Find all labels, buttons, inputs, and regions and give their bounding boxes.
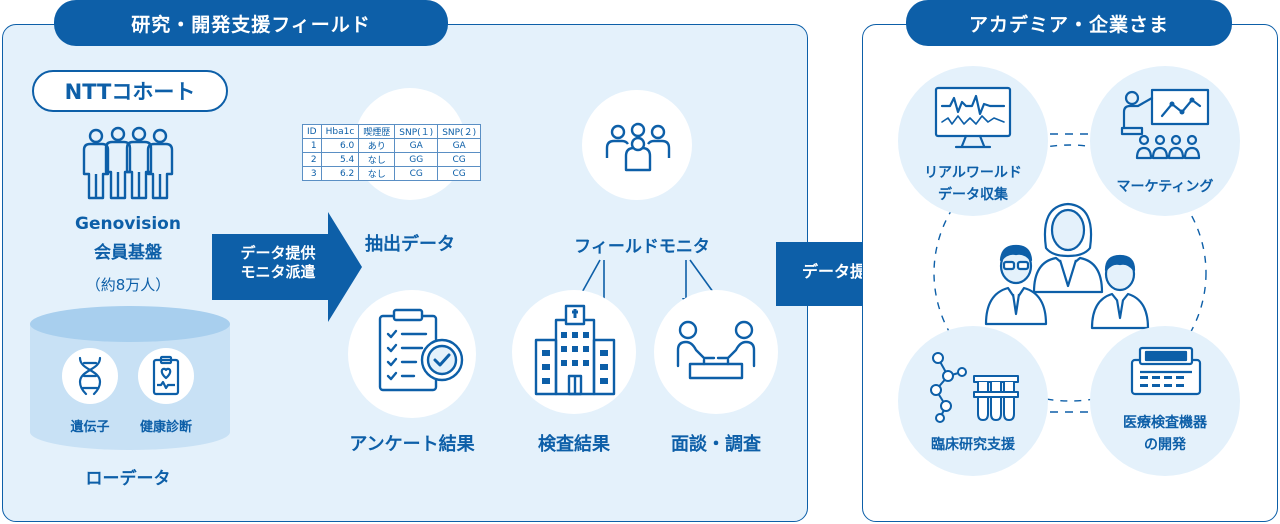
- interview-icon: [676, 320, 756, 380]
- table-cell: CG: [437, 152, 482, 167]
- member-base-label: 会員基盤: [94, 243, 162, 263]
- table-cell: GA: [437, 138, 482, 153]
- table-cell: 6.2: [320, 166, 360, 181]
- dashed-connectors: [933, 133, 1207, 413]
- health-record-icon: [152, 355, 180, 396]
- clinical-research-label: 臨床研究支援: [931, 437, 1015, 453]
- field-monitor-label: フィールドモニタ: [574, 237, 710, 257]
- team-icon: [605, 122, 671, 172]
- table-cell: CG: [394, 166, 439, 181]
- table-row: 2 5.4 なし GG CG: [302, 152, 482, 167]
- presentation-icon: [1120, 88, 1210, 160]
- survey-results-label: アンケート結果: [349, 434, 475, 455]
- table-row: 3 6.2 なし CG CG: [302, 166, 482, 181]
- table-cell: なし: [358, 152, 396, 167]
- academia-companies-title: アカデミア・企業さま: [906, 0, 1232, 46]
- table-cell: あり: [358, 138, 396, 153]
- medical-device-label-line2: の開発: [1144, 437, 1186, 453]
- lab-device-icon: [1130, 346, 1202, 396]
- medical-device-label-line1: 医療検査機器: [1123, 415, 1207, 431]
- table-header: SNP(１): [394, 124, 439, 139]
- molecule-test-tubes-icon: [930, 352, 1019, 423]
- table-row: 1 6.0 あり GA GA: [302, 138, 482, 153]
- marketing-label: マーケティング: [1116, 179, 1214, 195]
- table-header: Hba1c: [320, 124, 360, 139]
- hospital-icon: [534, 304, 616, 396]
- data-provision-arrow-1: [212, 212, 362, 322]
- interview-circle: [654, 290, 778, 414]
- table-header: ID: [302, 124, 322, 139]
- raw-data-label: ローデータ: [85, 469, 171, 489]
- table-cell: GG: [394, 152, 439, 167]
- checklist-icon: [378, 308, 464, 392]
- health-checkup-label: 健康診断: [139, 420, 192, 435]
- table-cell: 6.0: [320, 138, 360, 153]
- gene-label: 遺伝子: [70, 420, 110, 435]
- table-cell: 3: [302, 166, 322, 181]
- table-cell: 1: [302, 138, 322, 153]
- table-cell: CG: [437, 166, 482, 181]
- clinical-research-circle: [898, 326, 1048, 476]
- rwd-label-line1: リアルワールド: [924, 165, 1022, 181]
- table-cell: 2: [302, 152, 322, 167]
- table-cell: なし: [358, 166, 396, 181]
- cohort-title: NTTコホート: [64, 80, 196, 104]
- table-header: 喫煙歴: [358, 124, 396, 139]
- genovision-label: Genovision: [75, 214, 181, 234]
- academia-companies-title-text: アカデミア・企業さま: [968, 13, 1169, 36]
- arrow1-line2: モニタ派遣: [240, 262, 316, 281]
- research-field-title: 研究・開発支援フィールド: [54, 0, 448, 46]
- dna-icon: [78, 356, 102, 396]
- extract-data-label: 抽出データ: [365, 234, 455, 255]
- table-cell: GA: [394, 138, 439, 153]
- arrow1-line1: データ提供: [240, 244, 316, 262]
- table-cell: 5.4: [320, 152, 360, 167]
- researchers-icon: [984, 202, 1150, 330]
- arrow2-text: データ提供: [801, 262, 882, 281]
- cohort-badge: NTTコホート: [32, 70, 228, 112]
- table-header: SNP(２): [437, 124, 482, 139]
- rwd-label-line2: データ収集: [938, 187, 1008, 203]
- extracted-data-table: ID Hba1c 喫煙歴 SNP(１) SNP(２) 1 6.0 あり GA G…: [302, 124, 482, 181]
- arrow1-text: データ提供 モニタ派遣: [218, 244, 338, 282]
- interview-survey-label: 面談・調査: [671, 434, 761, 455]
- table-header-row: ID Hba1c 喫煙歴 SNP(１) SNP(２): [302, 124, 482, 139]
- research-field-title-text: 研究・開発支援フィールド: [131, 13, 371, 36]
- member-count: （約8万人）: [85, 276, 171, 294]
- monitor-chart-icon: [934, 86, 1012, 149]
- people-group-icon: [82, 126, 174, 200]
- exam-results-label: 検査結果: [538, 434, 610, 455]
